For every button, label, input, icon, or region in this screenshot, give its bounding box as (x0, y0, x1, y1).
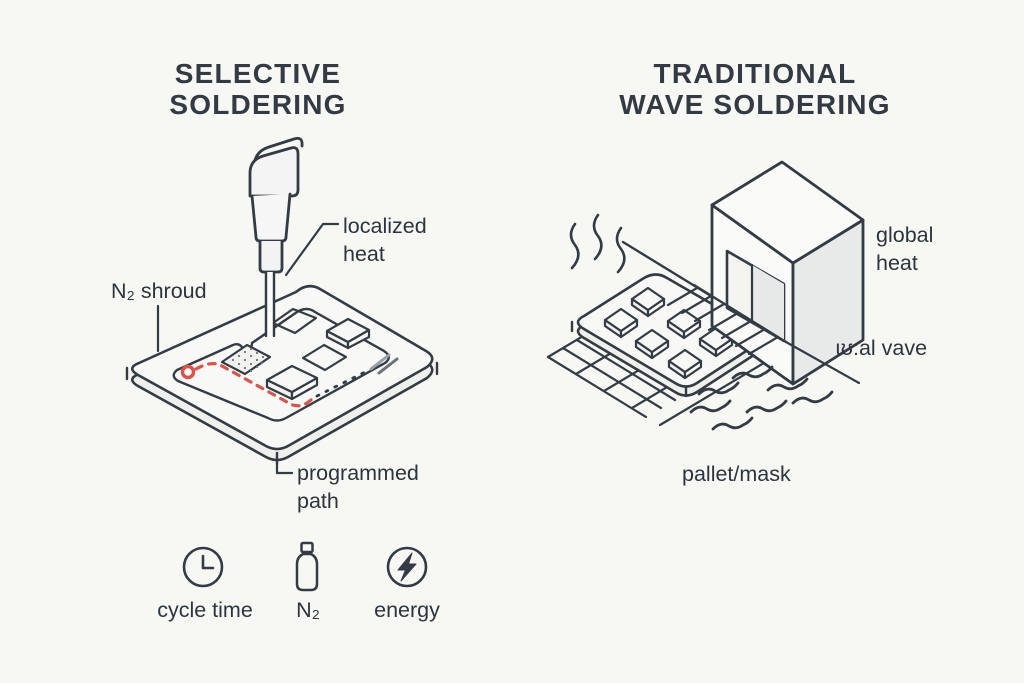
pallet-mask-label: pallet/mask (682, 462, 791, 486)
localized-heat-leader (284, 222, 340, 277)
left-title-line1: SELECTIVE (174, 58, 342, 89)
stippled-pad (220, 343, 272, 376)
bolt-icon (386, 546, 428, 588)
solder-nozzle (248, 136, 304, 338)
bottle-icon (295, 541, 319, 592)
clock-icon (182, 546, 224, 588)
n2-label: N₂ (296, 598, 320, 622)
wave-label: ɩʊ:al vave (836, 336, 928, 360)
solder-wave-lines (689, 365, 834, 431)
start-point-ring (180, 364, 196, 380)
left-title-line2: SOLDERING (169, 89, 347, 120)
global-heat-label: global heat (876, 223, 934, 275)
right-title-line1: TRADITIONAL (653, 58, 857, 89)
right-title: TRADITIONAL WAVE SOLDERING (575, 58, 935, 120)
travel-marks (369, 353, 399, 375)
chip-center (265, 364, 319, 401)
conveyor-rungs (666, 283, 788, 356)
wave-label-leader (784, 340, 861, 385)
right-title-line2: WAVE SOLDERING (619, 89, 891, 120)
programmed-path-label: programmed path (297, 461, 419, 513)
left-title: SELECTIVE SOLDERING (108, 58, 408, 120)
pad-outline-top (271, 307, 318, 335)
heat-squiggles-icon (569, 213, 626, 274)
cycle-time-label: cycle time (157, 598, 253, 622)
n2-shroud-label: N₂ shroud (111, 279, 207, 303)
pad-outline-mid (301, 343, 348, 372)
chip-top-right (325, 317, 371, 350)
localized-heat-label: localized heat (343, 214, 427, 266)
energy-label: energy (374, 598, 440, 622)
programmed-path-line (180, 362, 369, 408)
